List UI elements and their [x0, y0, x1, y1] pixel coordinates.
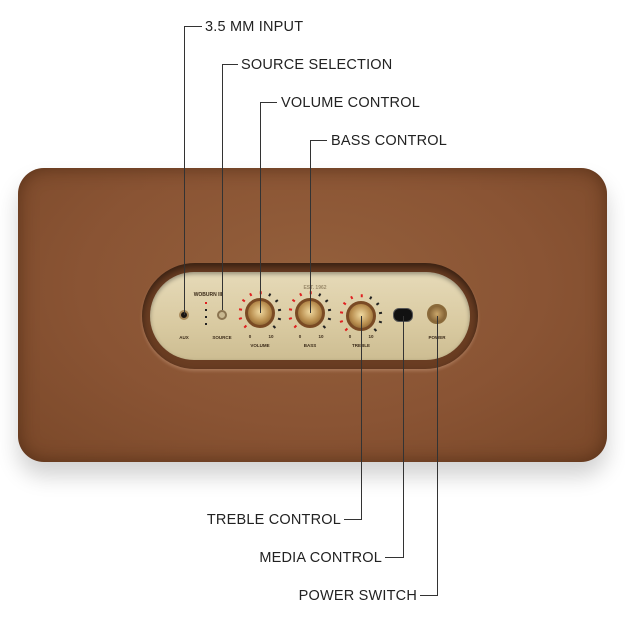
knob-tick-mark [294, 325, 298, 329]
knob-tick-mark [324, 299, 328, 303]
knob-tick-mark [378, 320, 382, 324]
label-treble-control: TREBLE CONTROL [206, 512, 341, 528]
label-media-control: MEDIA CONTROL [259, 550, 382, 566]
callout-line-source [222, 64, 223, 310]
knob-tick-mark [249, 293, 253, 297]
knob-tick-mark [274, 299, 278, 303]
knob-tick-mark [322, 325, 326, 329]
knob-tick-mark [299, 293, 303, 297]
est-text: EST. 1962 [303, 285, 327, 291]
knob-tick-mark [317, 293, 321, 297]
knob-tick-mark [278, 308, 282, 311]
callout-line-media [403, 316, 404, 558]
knob-tick-mark [343, 302, 347, 306]
knob-tick-mark [242, 299, 246, 303]
callout-line-treble [361, 316, 362, 520]
model-name: WOBURN III [193, 292, 223, 298]
knob-tick-mark [339, 311, 343, 314]
callout-line-bass-h [310, 140, 327, 141]
callout-line-input [184, 26, 185, 315]
label-source-selection: SOURCE SELECTION [241, 57, 393, 73]
knob-tick-mark [360, 294, 362, 298]
label-bass-control: BASS CONTROL [331, 133, 448, 149]
knob-tick-mark [379, 311, 383, 314]
knob-tick-mark [267, 293, 271, 297]
knob-tick-mark [292, 299, 296, 303]
knob-tick-mark [345, 328, 349, 332]
knob-tick-mark [375, 302, 379, 306]
callout-line-bass [310, 140, 311, 313]
label-3-5mm-input: 3.5 MM INPUT [205, 19, 304, 35]
source-led [205, 316, 207, 318]
volume-label: VOLUME [250, 343, 270, 348]
callout-line-power-h [420, 595, 438, 596]
knob-tick-mark [350, 296, 354, 300]
aux-label: AUX [179, 335, 189, 340]
callout-line-source-h [222, 64, 238, 65]
knob-tick-mark [272, 325, 276, 329]
knob-tick-mark [373, 328, 377, 332]
knob-tick-mark [340, 320, 344, 324]
source-button[interactable] [217, 310, 227, 320]
knob-tick-mark [244, 325, 248, 329]
callout-line-volume [260, 102, 261, 313]
knob-tick-mark [289, 317, 293, 321]
treble-min: 0 [348, 334, 352, 339]
volume-max: 10 [268, 334, 274, 339]
label-power-switch: POWER SWITCH [298, 588, 417, 604]
callout-line-power [437, 316, 438, 596]
bass-knob[interactable] [295, 298, 325, 328]
source-led [205, 302, 207, 304]
callout-line-input-h [184, 26, 202, 27]
knob-tick-mark [327, 317, 331, 321]
bass-min: 0 [298, 334, 302, 339]
source-label: SOURCE [212, 335, 232, 340]
source-led [205, 323, 207, 325]
treble-max: 10 [368, 334, 374, 339]
callout-line-media-h [385, 557, 404, 558]
bass-label: BASS [303, 343, 317, 348]
knob-tick-mark [277, 317, 281, 321]
knob-tick-mark [368, 296, 372, 300]
knob-tick-mark [288, 308, 292, 311]
knob-tick-mark [239, 317, 243, 321]
callout-line-treble-h [344, 519, 362, 520]
callout-line-volume-h [260, 102, 277, 103]
knob-tick-mark [328, 308, 332, 311]
bass-max: 10 [318, 334, 324, 339]
source-led [205, 309, 207, 311]
knob-tick-mark [238, 308, 242, 311]
label-volume-control: VOLUME CONTROL [281, 95, 420, 111]
volume-min: 0 [248, 334, 252, 339]
